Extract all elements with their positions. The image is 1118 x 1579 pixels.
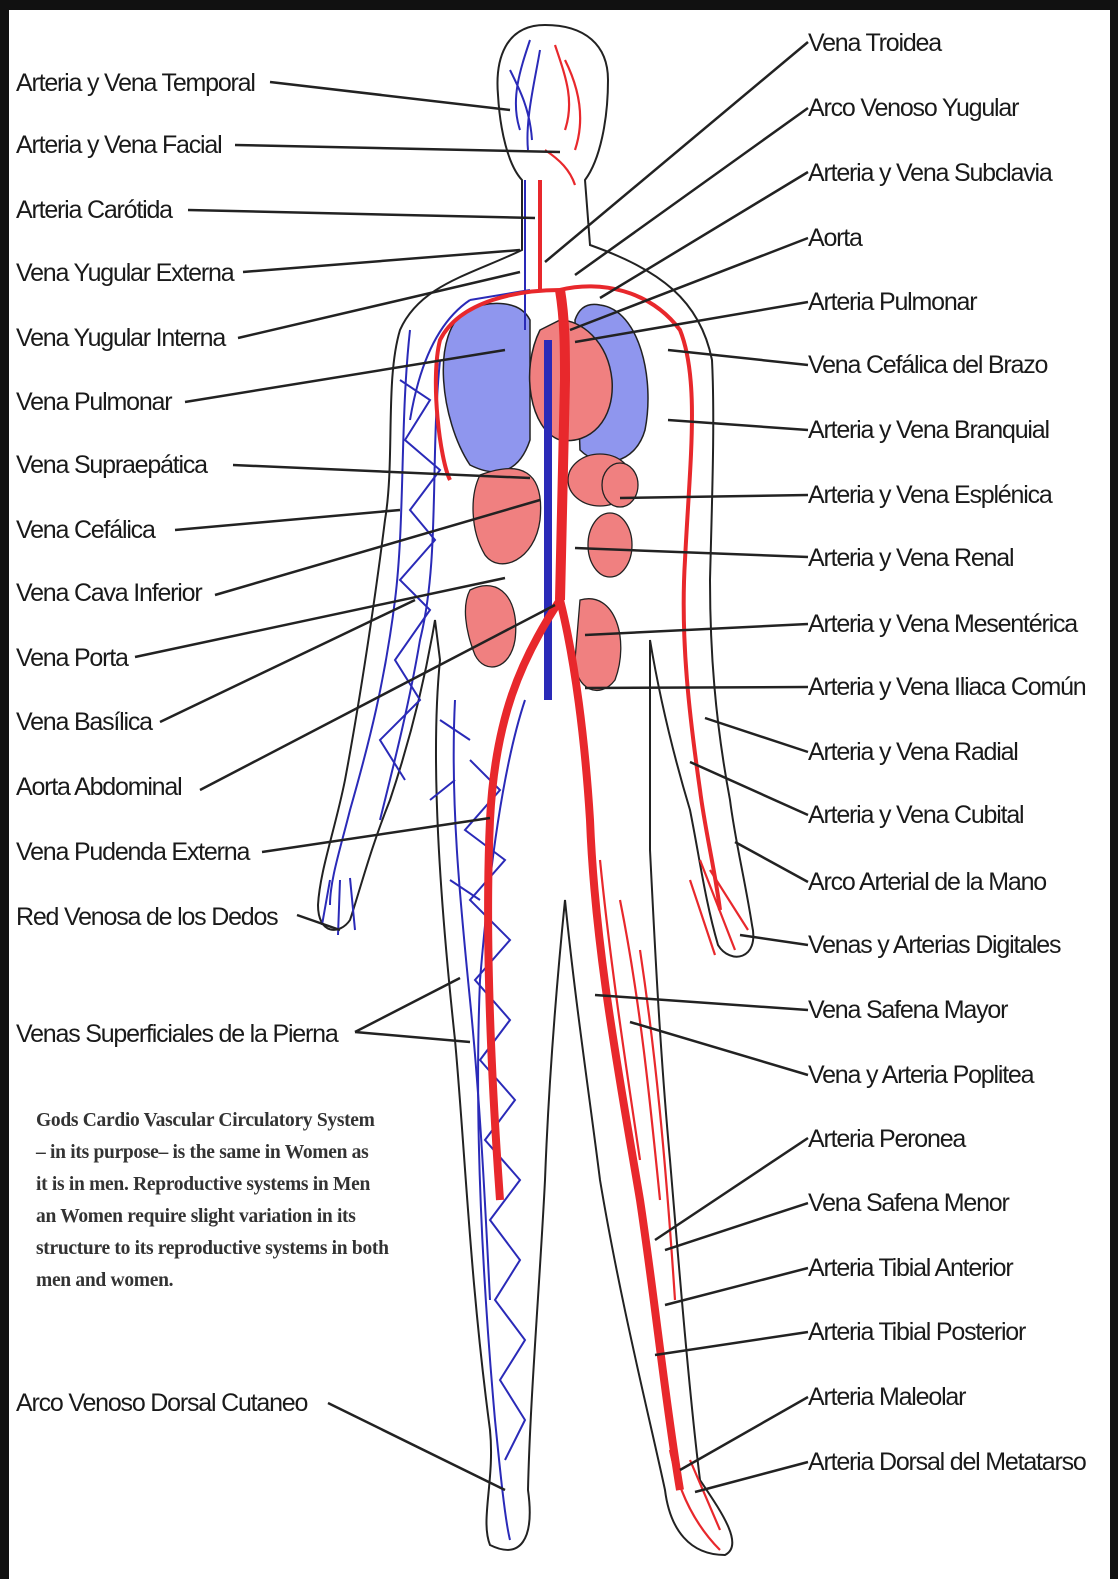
- anatomy-label: Arteria Peronea: [808, 1124, 965, 1154]
- anatomy-label: Arteria y Vena Subclavia: [808, 158, 1052, 188]
- anatomy-label: Aorta Abdominal: [16, 772, 181, 802]
- anatomy-label: Vena Cefálica del Brazo: [808, 350, 1047, 380]
- anatomy-label: Vena Cefálica: [16, 515, 155, 545]
- anatomy-label: Arteria Tibial Posterior: [808, 1317, 1025, 1347]
- anatomy-label: Arteria y Vena Radial: [808, 737, 1018, 767]
- anatomy-label: Arteria y Vena Renal: [808, 543, 1013, 573]
- anatomy-label: Arco Venoso Yugular: [808, 93, 1018, 123]
- anatomy-label: Vena Troidea: [808, 28, 941, 58]
- caption-note: Gods Cardio Vascular Circulatory System …: [36, 1105, 476, 1297]
- note-line: it is in men. Reproductive systems in Me…: [36, 1169, 476, 1201]
- anatomy-label: Vena Basílica: [16, 707, 152, 737]
- note-line: structure to its reproductive systems in…: [36, 1233, 476, 1265]
- anatomy-label: Arteria y Vena Esplénica: [808, 480, 1052, 510]
- anatomy-label: Vena Yugular Externa: [16, 258, 233, 288]
- note-line: Gods Cardio Vascular Circulatory System: [36, 1105, 476, 1137]
- anatomy-label: Vena Pulmonar: [16, 387, 171, 417]
- anatomy-label: Venas Superficiales de la Pierna: [16, 1019, 338, 1049]
- anatomy-label: Arteria y Vena Iliaca Común: [808, 672, 1085, 702]
- anatomy-label: Aorta: [808, 223, 862, 253]
- anatomy-label: Red Venosa de los Dedos: [16, 902, 278, 932]
- note-line: – in its purpose– is the same in Women a…: [36, 1137, 476, 1169]
- anatomy-label: Arteria Pulmonar: [808, 287, 976, 317]
- anatomy-label: Vena Porta: [16, 643, 128, 673]
- anatomy-label: Arteria y Vena Temporal: [16, 68, 255, 98]
- anatomy-label: Arteria Dorsal del Metatarso: [808, 1447, 1086, 1477]
- anatomy-label: Arteria y Vena Branquial: [808, 415, 1049, 445]
- anatomy-label: Vena Pudenda Externa: [16, 837, 249, 867]
- frame-border-right: [1110, 0, 1118, 1579]
- anatomy-label: Arteria y Vena Facial: [16, 130, 221, 160]
- anatomy-label: Vena Supraepática: [16, 450, 207, 480]
- anatomy-label: Arteria y Vena Cubital: [808, 800, 1023, 830]
- anatomy-label: Vena Yugular Interna: [16, 323, 225, 353]
- frame-border-left: [0, 0, 9, 1579]
- anatomy-label: Vena y Arteria Poplitea: [808, 1060, 1033, 1090]
- anatomy-label: Arco Arterial de la Mano: [808, 867, 1046, 897]
- body-outline: [318, 25, 753, 1555]
- anatomy-label: Arteria Tibial Anterior: [808, 1253, 1012, 1283]
- anatomy-label: Arteria y Vena Mesentérica: [808, 609, 1077, 639]
- anatomy-label: Arco Venoso Dorsal Cutaneo: [16, 1388, 307, 1418]
- anatomy-label: Vena Cava Inferior: [16, 578, 201, 608]
- anatomy-label: Arteria Carótida: [16, 195, 172, 225]
- note-line: an Women require slight variation in its: [36, 1201, 476, 1233]
- anatomy-label: Vena Safena Menor: [808, 1188, 1009, 1218]
- anatomy-label: Arteria Maleolar: [808, 1382, 965, 1412]
- note-line: men and women.: [36, 1265, 476, 1297]
- anatomy-label: Venas y Arterias Digitales: [808, 930, 1060, 960]
- anatomy-label: Vena Safena Mayor: [808, 995, 1007, 1025]
- frame-border-top: [0, 0, 1118, 10]
